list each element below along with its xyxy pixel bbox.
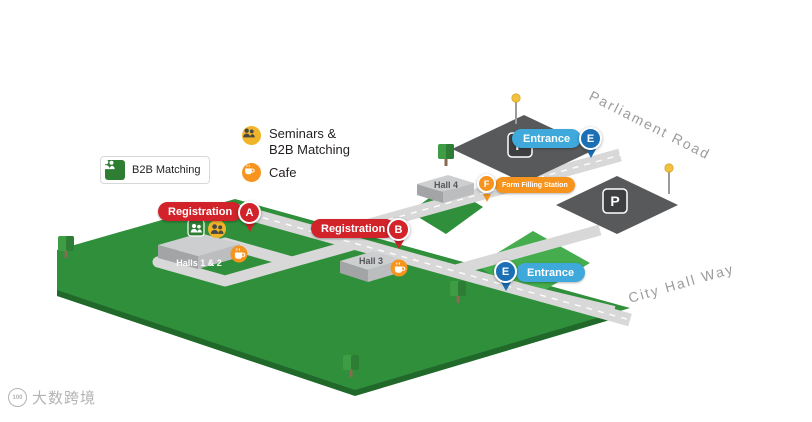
registration-a-letter: A: [245, 206, 254, 219]
parking2-access-road: [450, 224, 602, 277]
entrance-city-hall-pin-pointer: [501, 282, 511, 291]
hall-3-label: Hall 3: [359, 256, 383, 266]
watermark-text: 大数跨境: [32, 390, 97, 407]
entrance-parliament-letter: E: [586, 132, 595, 145]
legend-cafe-label: Cafe: [269, 164, 297, 180]
registration-b-pin-pointer: [394, 240, 404, 249]
legend-seminars: Seminars & B2B Matching: [242, 126, 350, 158]
entrance-parliament-label: Entrance: [523, 132, 571, 145]
b2b-matching-icon: [187, 219, 205, 237]
legend-b2b-label: B2B Matching: [132, 164, 201, 176]
registration-b-pin: B: [387, 218, 410, 241]
watermark-logo-text: 100: [12, 394, 23, 401]
registration-a-pill: Registration: [158, 202, 243, 221]
hall-4-building: Hall 4: [417, 175, 474, 203]
seminars-icon: [242, 126, 261, 145]
legend-seminars-line1: Seminars &: [269, 126, 337, 141]
entrance-city-hall-label: Entrance: [527, 266, 575, 279]
form-filling-station-pin: F: [477, 174, 496, 193]
cafe-icon: [390, 259, 408, 277]
street-lamp-icon: [664, 163, 674, 195]
registration-b-letter: B: [394, 223, 403, 236]
form-filling-station-pin-pointer: [483, 194, 491, 202]
hall-4-label: Hall 4: [434, 180, 458, 190]
halls-1-2-building: Halls 1 & 2: [158, 233, 240, 269]
b2b-matching-icon: [102, 159, 125, 180]
halls-1-2-label: Halls 1 & 2: [176, 258, 222, 268]
registration-b-pill: Registration: [311, 219, 396, 238]
legend-seminars-line2: B2B Matching: [269, 141, 350, 157]
cafe-icon: [230, 245, 248, 263]
form-filling-station-label: Form Filling Station: [502, 181, 568, 189]
entrance-city-hall-letter: E: [501, 265, 510, 278]
registration-a-pin-pointer: [245, 223, 255, 232]
legend-b2b-matching: B2B Matching: [100, 156, 211, 184]
registration-b-label: Registration: [321, 222, 386, 235]
entrance-parliament-pin: E: [579, 127, 602, 150]
logo-icon: 100: [8, 388, 27, 407]
tree-icon: [438, 144, 454, 166]
entrance-parliament-pin-pointer: [586, 149, 596, 158]
parking-icon: [602, 188, 628, 214]
entrance-city-hall-pill: Entrance: [516, 263, 586, 282]
cafe-icon: [242, 163, 261, 182]
form-filling-station-letter: F: [483, 178, 490, 189]
city-hall-way-label: City Hall Way: [626, 260, 736, 306]
entrance-city-hall-pin: E: [494, 260, 517, 283]
legend-cafe: Cafe: [242, 163, 296, 182]
parking-sign-letter: P: [610, 193, 619, 209]
form-filling-station-pill: Form Filling Station: [495, 177, 575, 193]
parliament-road-label: Parliament Road: [587, 87, 714, 162]
registration-a-pin: A: [238, 201, 261, 224]
legend-seminars-text: Seminars & B2B Matching: [269, 126, 350, 158]
seminars-icon: [208, 220, 226, 238]
entrance-parliament-pill: Entrance: [512, 129, 582, 148]
watermark: 100 大数跨境: [8, 387, 96, 408]
parking-lot-east: P: [556, 176, 678, 234]
registration-a-label: Registration: [168, 205, 233, 218]
